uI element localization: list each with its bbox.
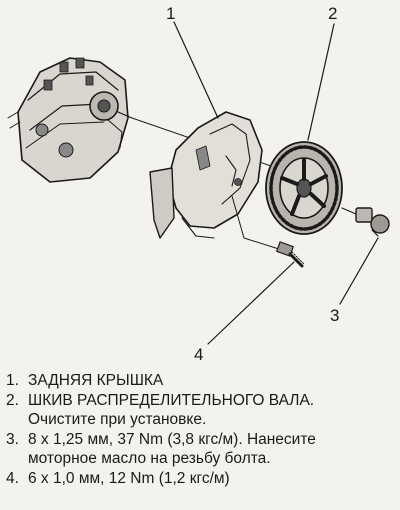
legend-number: 2.	[6, 391, 19, 409]
legend-item-pulley-bolt: 3. 8 x 1,25 мм, 37 Nm (3,8 кгс/м). Нанес…	[6, 430, 398, 469]
legend-text: ЗАДНЯЯ КРЫШКА	[28, 372, 164, 389]
legend-note: моторное масло на резьбу болта.	[28, 450, 271, 467]
leader-line-bolt	[231, 195, 283, 251]
legend-item-camshaft-pulley: 2. ШКИВ РАСПРЕДЕЛИТЕЛЬНОГО ВАЛА. Очистит…	[6, 391, 398, 430]
callout-1: 1	[166, 4, 175, 23]
callout-3: 3	[330, 306, 339, 325]
legend-number: 1.	[6, 372, 19, 389]
pulley-bolt	[341, 207, 390, 237]
camshaft-pulley-diagram: 1 2 3 4	[7, 4, 390, 364]
back-cover	[149, 111, 263, 239]
parts-legend: 1. ЗАДНЯЯ КРЫШКА 2. ШКИВ РАСПРЕДЕЛИТЕЛЬН…	[6, 371, 398, 488]
legend-text: 6 x 1,0 мм, 12 Nm (1,2 кгс/м)	[28, 469, 230, 487]
callout-2: 2	[328, 4, 337, 23]
camshaft-pulley	[265, 141, 343, 235]
legend-item-cover-bolt: 4. 6 x 1,0 мм, 12 Nm (1,2 кгс/м)	[6, 469, 398, 489]
callout-leader-3	[339, 237, 379, 305]
callout-leader-2	[307, 23, 335, 141]
legend-number: 4.	[6, 469, 19, 487]
callout-leader-1	[173, 21, 219, 119]
legend-text: ШКИВ РАСПРЕДЕЛИТЕЛЬНОГО ВАЛА.	[28, 391, 315, 409]
callout-leader-4	[207, 261, 295, 345]
legend-note: Очистите при установке.	[28, 411, 207, 428]
callout-4: 4	[194, 345, 203, 364]
legend-item-back-cover: 1. ЗАДНЯЯ КРЫШКА	[6, 371, 398, 391]
legend-number: 3.	[6, 430, 19, 448]
legend-text: 8 x 1,25 мм, 37 Nm (3,8 кгс/м). Нанесите	[28, 430, 316, 448]
cover-bolt	[276, 241, 305, 268]
cylinder-head	[7, 57, 133, 183]
